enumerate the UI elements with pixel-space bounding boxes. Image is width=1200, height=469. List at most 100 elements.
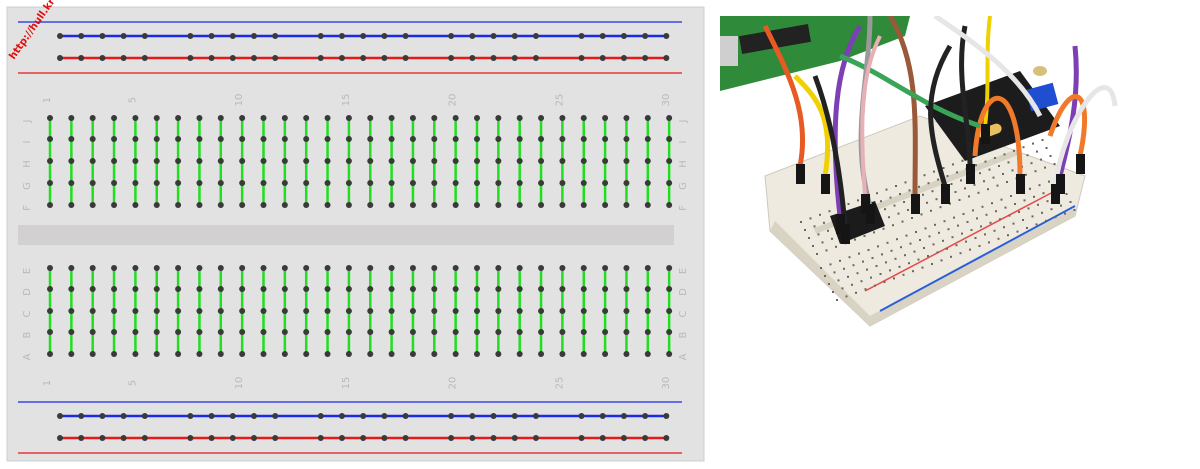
photo-hole	[951, 236, 954, 239]
rail-hole	[511, 55, 518, 61]
hole	[132, 202, 139, 208]
photo-hole	[918, 185, 920, 188]
column-number: 20	[448, 377, 459, 390]
photo-hole	[954, 191, 957, 193]
hole	[580, 329, 587, 335]
jumper-wires	[762, 16, 1118, 227]
rail-hole	[532, 33, 539, 39]
photo-hole	[1006, 181, 1008, 183]
row-letter: F	[678, 205, 689, 211]
hole	[196, 265, 203, 271]
hole	[47, 351, 53, 357]
photo-hole	[1069, 201, 1072, 203]
photo-hole	[1065, 193, 1068, 195]
rail-hole	[448, 55, 455, 61]
rail-hole	[250, 435, 257, 441]
photo-hole	[924, 227, 927, 230]
hole	[196, 115, 203, 121]
photo-hole	[819, 213, 821, 216]
hole	[47, 158, 53, 164]
hole	[303, 308, 310, 314]
hole	[388, 351, 395, 357]
photo-hole	[817, 233, 820, 236]
hole	[474, 329, 480, 335]
row-letter: A	[22, 353, 33, 360]
rail-hole	[208, 413, 215, 419]
rail-hole	[99, 55, 106, 61]
hole	[644, 115, 651, 121]
hole	[111, 351, 118, 357]
hole	[474, 202, 480, 208]
hole	[431, 286, 438, 292]
hole	[260, 202, 267, 208]
wire-yellow	[793, 74, 831, 177]
photo-hole	[832, 291, 834, 293]
photo-hole	[855, 291, 857, 294]
hole	[538, 202, 545, 208]
hole	[431, 180, 438, 186]
hole	[196, 351, 203, 357]
hole	[239, 158, 246, 164]
hole	[602, 136, 609, 142]
hole	[175, 308, 182, 314]
rail-hole	[120, 33, 127, 39]
photo-hole	[934, 223, 936, 226]
photo-hole	[857, 199, 859, 202]
hole	[111, 286, 118, 292]
rail-hole	[511, 33, 518, 39]
column-number: 25	[554, 94, 565, 107]
hole	[431, 351, 438, 357]
hole	[239, 286, 246, 292]
hole	[196, 286, 203, 292]
hole	[153, 158, 160, 164]
photo-hole	[1050, 208, 1053, 211]
rail-hole	[99, 413, 106, 419]
rail-hole	[578, 55, 585, 61]
photo-hole	[828, 283, 830, 285]
photo-hole	[879, 273, 882, 275]
hole	[281, 308, 288, 314]
hole	[452, 286, 459, 292]
hole	[431, 308, 438, 314]
photo-hole	[983, 180, 985, 183]
hole	[217, 115, 224, 121]
rail-hole	[360, 413, 367, 419]
rail-hole	[338, 435, 345, 441]
hole	[324, 308, 331, 314]
row-letter: I	[22, 141, 33, 144]
photo-hole	[933, 170, 935, 173]
photo-hole	[946, 247, 948, 250]
hole	[281, 329, 288, 335]
hole	[474, 351, 480, 357]
hole	[388, 265, 395, 271]
photo-hole	[991, 202, 993, 205]
hole	[260, 351, 267, 357]
rail-hole	[120, 413, 127, 419]
photo-hole	[824, 275, 826, 277]
rail-hole	[599, 413, 606, 419]
hole	[602, 158, 609, 164]
hole	[367, 308, 374, 314]
rail-hole	[78, 413, 85, 419]
pin-header	[1076, 154, 1085, 174]
hole	[175, 329, 182, 335]
hole	[495, 136, 502, 142]
hole	[431, 202, 438, 208]
photo-hole	[965, 240, 967, 243]
pin-header	[841, 224, 850, 244]
hole	[388, 136, 395, 142]
hole	[132, 136, 139, 142]
row-letter: B	[22, 331, 33, 338]
hole	[68, 351, 75, 357]
photo-hole	[893, 204, 896, 207]
hole	[623, 265, 630, 271]
rail-hole	[338, 33, 345, 39]
photo-hole	[899, 193, 901, 195]
photo-hole	[913, 250, 916, 253]
hole	[602, 308, 609, 314]
photo-hole	[984, 233, 986, 236]
hole	[68, 180, 75, 186]
rail-hole	[99, 435, 106, 441]
photo-hole	[908, 189, 911, 192]
hole	[111, 136, 118, 142]
